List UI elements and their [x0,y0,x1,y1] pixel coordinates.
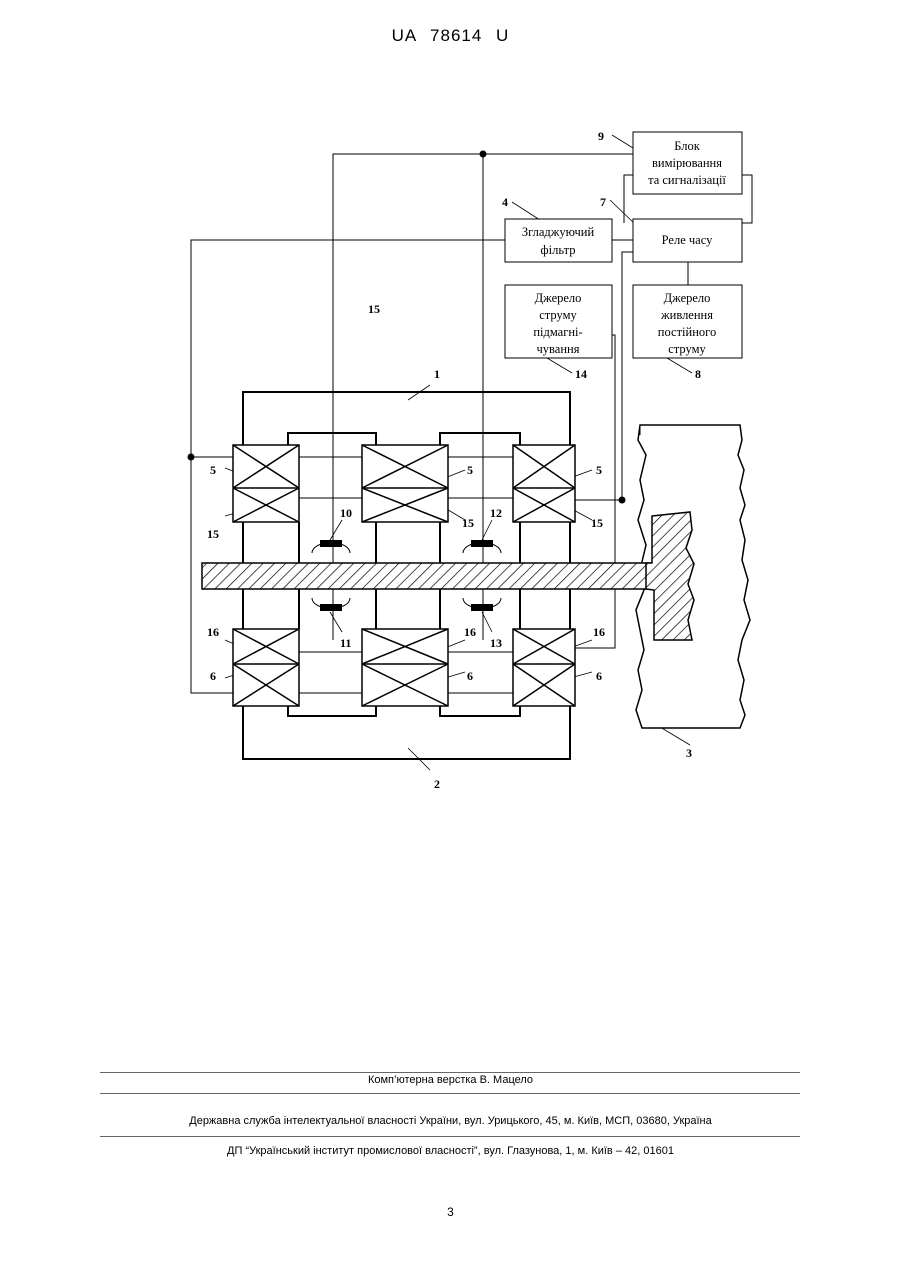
label-16-mid: 16 [464,625,476,639]
label-5-right: 5 [596,463,602,477]
block-filter-line2: фільтр [541,243,576,257]
shaft [202,512,694,640]
footer-rule-3 [100,1136,800,1137]
label-3: 3 [686,746,692,760]
label-15-left: 15 [207,527,219,541]
label-15-top: 15 [368,302,380,316]
block-bias-line4: чування [537,342,580,356]
label-16-left: 16 [207,625,219,639]
block-filter-line1: Згладжуючий [522,225,595,239]
label-10: 10 [340,506,352,520]
footer-typeset: Комп’ютерна верстка В. Мацело [0,1074,901,1086]
page-number: 3 [0,1205,901,1219]
label-1: 1 [434,367,440,381]
footer-rule-1 [100,1072,800,1073]
block-measure-line2: вимірювання [652,156,722,170]
label-15-right: 15 [591,516,603,530]
label-5-left: 5 [210,463,216,477]
patent-figure: Блок вимірювання та сигналізації Згладжу… [0,0,901,1000]
coils-upper [233,445,575,522]
footer-institute: ДП “Український інститут промислової вла… [0,1145,901,1157]
label-7: 7 [600,195,606,209]
block-bias-line2: струму [539,308,577,322]
label-11: 11 [340,636,351,650]
footer-rule-2 [100,1093,800,1094]
label-4: 4 [502,195,508,209]
coils-lower [233,629,575,706]
label-6-right: 6 [596,669,602,683]
block-measure-line3: та сигналізації [648,173,726,187]
block-bias-line1: Джерело [535,291,582,305]
label-15-mid: 15 [462,516,474,530]
block-dc-line4: струму [668,342,706,356]
label-14: 14 [575,367,587,381]
block-bias-line3: підмагні- [533,325,582,339]
label-9: 9 [598,129,604,143]
block-relay-line1: Реле часу [662,233,713,247]
label-8: 8 [695,367,701,381]
label-6-left: 6 [210,669,216,683]
block-measure-line1: Блок [674,139,701,153]
block-dc-line3: постійного [658,325,716,339]
label-5-mid: 5 [467,463,473,477]
footer-agency: Державна служба інтелектуальної власност… [0,1115,901,1127]
label-2: 2 [434,777,440,791]
label-6-mid: 6 [467,669,473,683]
label-16-right: 16 [593,625,605,639]
label-12: 12 [490,506,502,520]
label-13: 13 [490,636,502,650]
block-dc-line1: Джерело [664,291,711,305]
block-dc-line2: живлення [660,308,713,322]
